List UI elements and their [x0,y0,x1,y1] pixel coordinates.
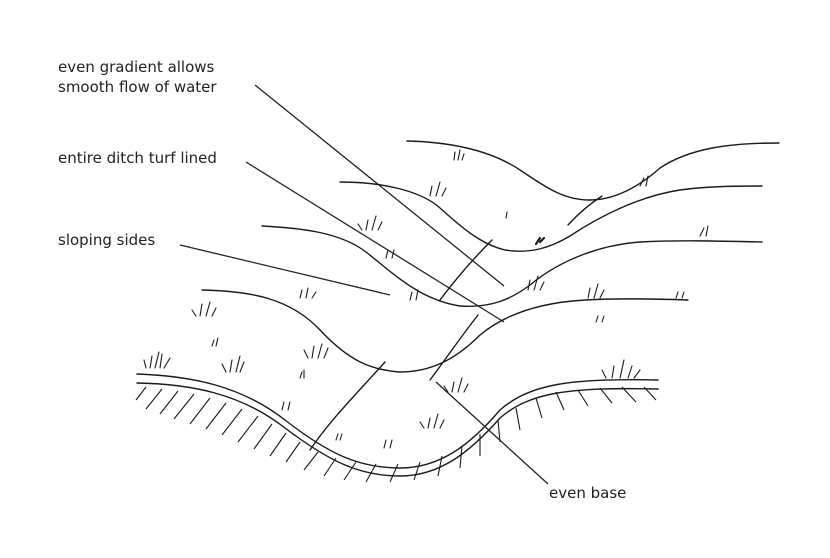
front-profile [136,373,659,477]
grass-tufts [143,149,709,449]
ground-hatching [135,386,657,483]
label-even-gradient-line1: even gradient allows [58,58,215,76]
leader-sloping-sides [179,244,391,296]
label-even-base: even base [549,484,627,502]
label-turf-lined: entire ditch turf lined [58,149,217,167]
ditch-profiles [201,140,780,451]
leader-even-base [435,381,549,485]
label-sloping-sides: sloping sides [58,231,156,249]
leader-lines [179,84,549,485]
label-even-gradient-line2: smooth flow of water [58,78,217,96]
leader-turf-lined [245,161,505,323]
leader-even-gradient [254,84,505,287]
